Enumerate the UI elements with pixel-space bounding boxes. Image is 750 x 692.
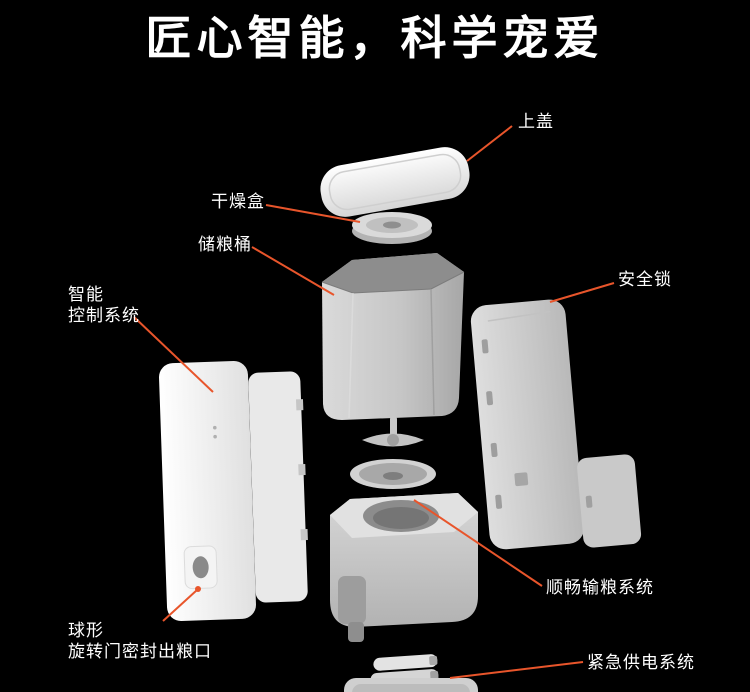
inner-panel-part — [248, 371, 308, 603]
feed-tray-part — [350, 459, 436, 489]
label-smart-control-line2: 控制系统 — [68, 306, 140, 325]
label-ball-outlet-line2: 旋转门密封出粮口 — [68, 642, 212, 661]
label-smart-control: 智能 控制系统 — [68, 284, 140, 326]
label-smooth-feed-system: 顺畅输粮系统 — [546, 578, 654, 597]
label-emergency-power: 紧急供电系统 — [587, 653, 695, 672]
label-top-cover: 上盖 — [518, 112, 554, 131]
drying-box-part — [352, 212, 432, 244]
label-safety-lock: 安全锁 — [618, 270, 672, 289]
storage-bucket-part — [321, 253, 465, 420]
leader-top-cover — [466, 125, 513, 162]
side-cover-part — [577, 454, 642, 548]
page-title: 匠心智能，科学宠爱 — [145, 12, 605, 64]
bottom-tray-part — [344, 678, 478, 692]
top-cover-part — [320, 147, 470, 217]
leader-storage-bucket — [251, 246, 335, 296]
leader-ball-outlet — [162, 589, 198, 622]
label-smart-control-line1: 智能 — [68, 285, 104, 304]
impeller-part — [362, 416, 424, 447]
leader-emergency-power — [449, 661, 584, 679]
label-drying-box: 干燥盒 — [211, 192, 265, 211]
label-ball-outlet-line1: 球形 — [68, 621, 104, 640]
leader-smooth-feed — [413, 499, 543, 587]
control-panel-part — [159, 360, 256, 621]
safety-lock-door-part — [470, 299, 585, 550]
leader-lines — [133, 125, 615, 679]
leader-safety-lock — [549, 282, 615, 303]
label-storage-bucket: 储粮桶 — [198, 235, 252, 254]
base-unit-part — [330, 493, 478, 642]
leader-smart-control — [133, 316, 214, 393]
label-ball-outlet: 球形 旋转门密封出粮口 — [68, 620, 212, 662]
leader-drying-box — [265, 204, 361, 223]
leader-ball-outlet-dot — [195, 586, 201, 592]
